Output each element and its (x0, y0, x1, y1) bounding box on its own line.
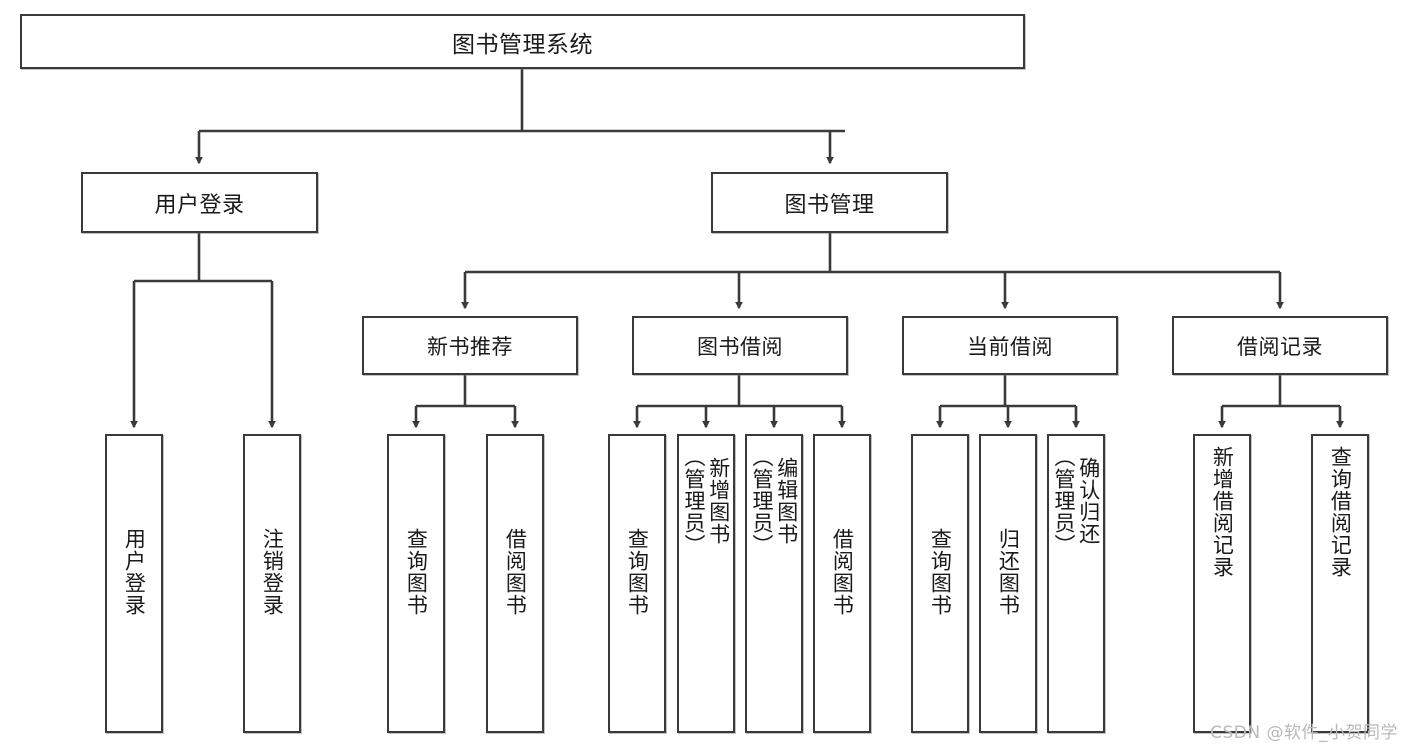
node-label: 当前借阅 (967, 334, 1053, 359)
node-current-borrow[interactable]: 当前借阅 (902, 316, 1118, 375)
node-label: 查询借阅记录 (1328, 446, 1353, 578)
leaf-logout[interactable]: 注销登录 (243, 434, 301, 733)
node-label: 查询图书 (404, 528, 429, 616)
node-label: 图书管理 (784, 192, 875, 218)
node-label: 借阅图书 (830, 528, 855, 616)
node-label: 借阅记录 (1237, 334, 1323, 359)
leaf-confirm-return-admin[interactable]: 确认归还 （管理员） (1047, 434, 1105, 733)
node-user-login[interactable]: 用户登录 (81, 172, 318, 233)
node-label: 编辑图书 （管理员） (750, 446, 799, 556)
leaf-query-book-current[interactable]: 查询图书 (911, 434, 969, 733)
leaf-query-book-borrow[interactable]: 查询图书 (608, 434, 666, 733)
node-borrow-record[interactable]: 借阅记录 (1172, 316, 1388, 375)
leaf-borrow-book[interactable]: 借阅图书 (813, 434, 871, 733)
node-label: 借阅图书 (503, 528, 528, 616)
node-label: 图书管理系统 (452, 31, 593, 58)
leaf-query-borrow-record[interactable]: 查询借阅记录 (1311, 434, 1369, 733)
node-label: 归还图书 (996, 528, 1021, 616)
node-label: 新书推荐 (427, 334, 513, 359)
node-root-system[interactable]: 图书管理系统 (20, 14, 1025, 69)
node-label: 用户登录 (154, 192, 245, 218)
node-new-book-recommend[interactable]: 新书推荐 (362, 316, 578, 375)
node-label: 确认归还 （管理员） (1052, 446, 1101, 556)
node-label: 图书借阅 (697, 334, 783, 359)
node-label: 新增图书 （管理员） (682, 446, 731, 556)
leaf-borrow-book-recommend[interactable]: 借阅图书 (486, 434, 544, 733)
leaf-add-book-admin[interactable]: 新增图书 （管理员） (677, 434, 735, 733)
node-book-borrow[interactable]: 图书借阅 (632, 316, 848, 375)
node-label: 查询图书 (625, 528, 650, 616)
watermark: CSDN @软件_小贺同学 (1210, 723, 1398, 743)
node-book-management[interactable]: 图书管理 (711, 172, 948, 233)
node-label: 查询图书 (928, 528, 953, 616)
leaf-add-borrow-record[interactable]: 新增借阅记录 (1193, 434, 1251, 733)
node-label: 新增借阅记录 (1210, 446, 1235, 578)
node-label: 注销登录 (260, 528, 285, 616)
node-label: 用户登录 (122, 528, 147, 616)
leaf-query-book-recommend[interactable]: 查询图书 (387, 434, 445, 733)
leaf-edit-book-admin[interactable]: 编辑图书 （管理员） (745, 434, 803, 733)
leaf-return-book[interactable]: 归还图书 (979, 434, 1037, 733)
leaf-user-login[interactable]: 用户登录 (105, 434, 163, 733)
